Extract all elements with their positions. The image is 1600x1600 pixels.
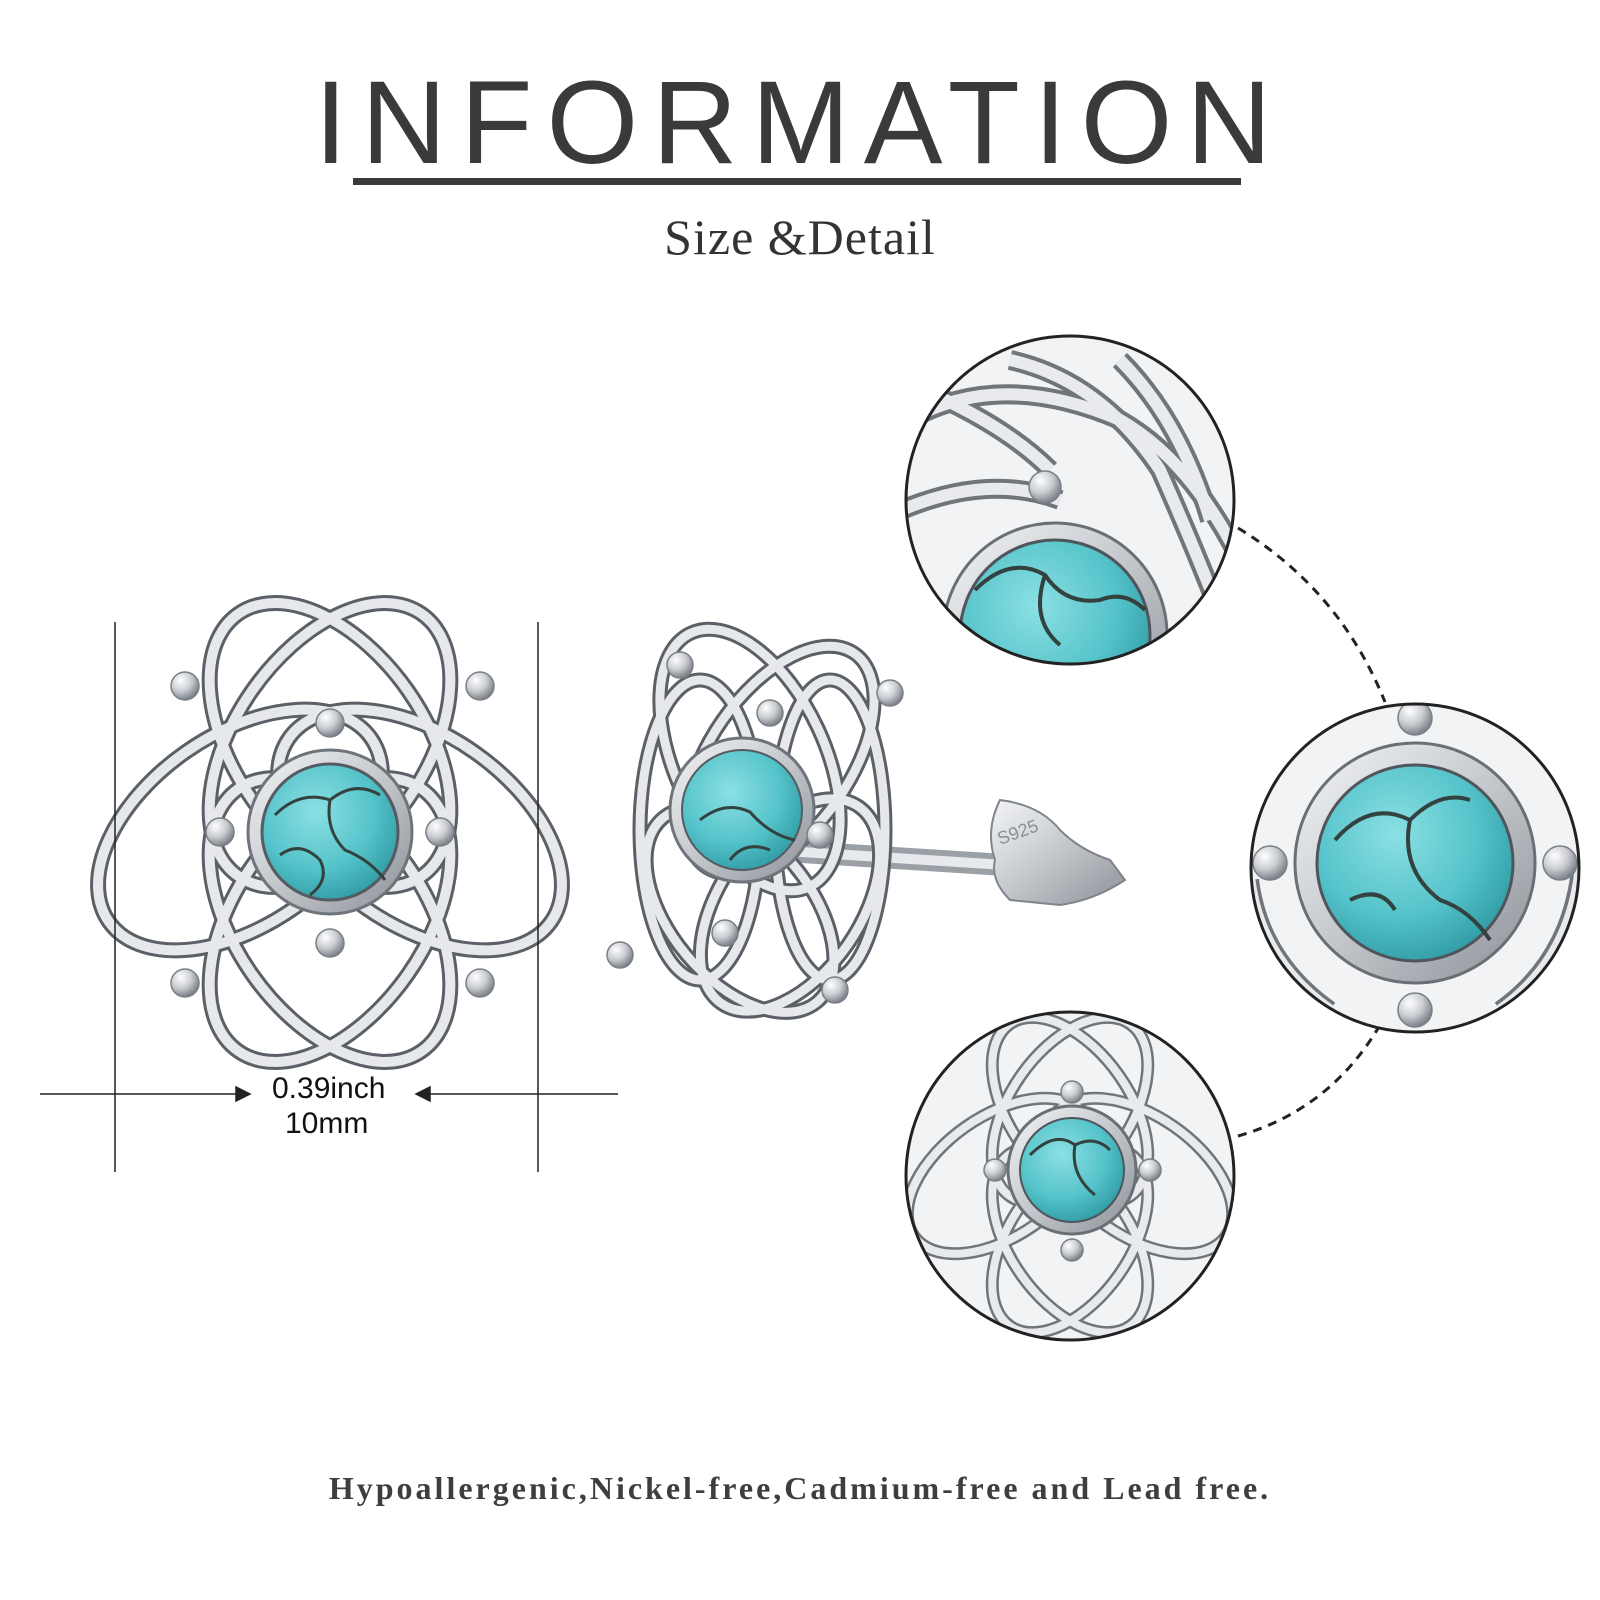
earring-back — [990, 798, 1127, 907]
page-title: INFORMATION — [314, 57, 1286, 189]
title-underline — [353, 178, 1241, 185]
detail-zoom-bottom — [904, 1010, 1236, 1342]
detail-connector — [1237, 526, 1387, 1138]
material-note: Hypoallergenic,Nickel-free,Cadmium-free … — [328, 1470, 1272, 1506]
detail-zoom-middle — [1249, 702, 1581, 1034]
earring-front-view — [90, 595, 570, 1070]
dimension-mm-label: 10mm — [285, 1107, 369, 1140]
detail-zoom-top — [904, 334, 1236, 666]
dimension-inch-label: 0.39inch — [272, 1072, 386, 1105]
turquoise-stone — [260, 762, 400, 902]
dimension-lines — [40, 622, 618, 1172]
page-subtitle: Size &Detail — [664, 209, 936, 265]
earring-side-view: S925 — [606, 621, 1127, 1020]
